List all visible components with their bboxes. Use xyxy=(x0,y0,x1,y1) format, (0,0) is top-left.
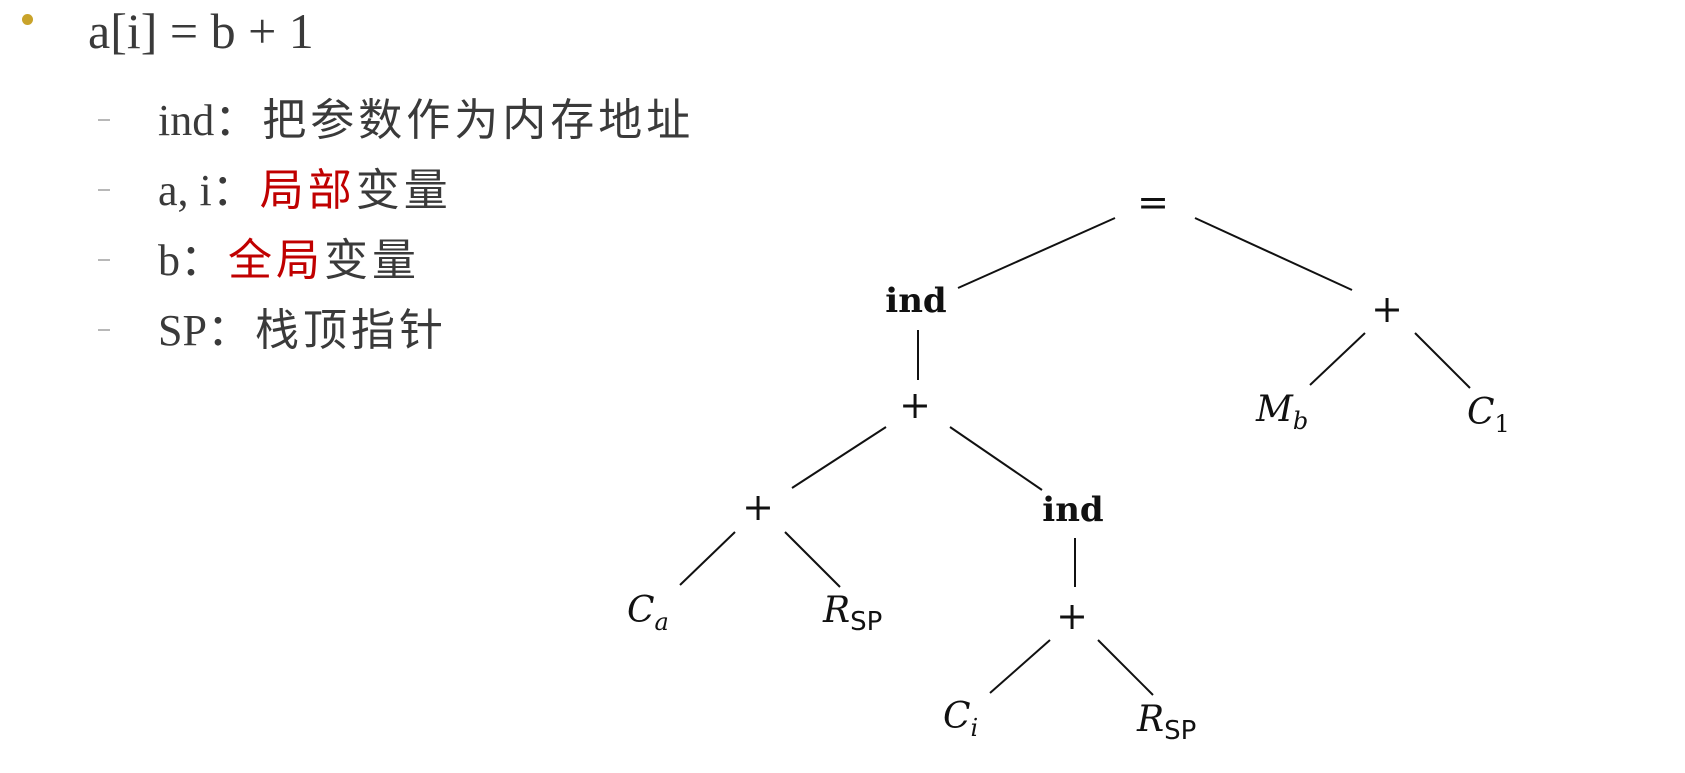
edge-root-ind xyxy=(957,217,1116,289)
node-c1-main: C xyxy=(1467,392,1495,433)
sub-item-text: b：全局变量 xyxy=(158,224,420,288)
edge-plusleft-ca xyxy=(679,531,736,586)
sub-item-separator: ： xyxy=(214,96,263,145)
node-mb-sub: b xyxy=(1293,407,1308,435)
node-rsp-2: RSP xyxy=(1136,699,1196,746)
sub-item-text: a, i：局部变量 xyxy=(158,154,452,218)
sub-item-desc: 栈顶指针 xyxy=(254,306,447,355)
sub-item-text: SP：栈顶指针 xyxy=(158,294,447,358)
node-ind-left: ind xyxy=(885,281,946,321)
node-c1: C1 xyxy=(1467,392,1510,438)
node-rsp-1: RSP xyxy=(822,590,882,637)
dash-icon xyxy=(98,329,110,331)
node-ca: Ca xyxy=(627,590,669,636)
node-plus-right: + xyxy=(1371,287,1403,331)
edge-plus-c1 xyxy=(1414,332,1471,389)
edge-pluslow-rsp xyxy=(1097,639,1154,696)
highlight-text: 局部 xyxy=(259,166,356,215)
node-rsp-1-main: R xyxy=(822,590,850,631)
sub-item-desc: 变量 xyxy=(324,236,420,285)
sub-list: ind：把参数作为内存地址 a, i：局部变量 b：全局变量 SP：栈顶指针 xyxy=(98,82,690,362)
node-ci: Ci xyxy=(943,696,978,742)
node-ca-main: C xyxy=(627,590,655,631)
sub-item-label: SP xyxy=(158,306,207,355)
node-ind-mid: ind xyxy=(1042,490,1103,530)
dash-icon xyxy=(98,189,110,191)
sub-item-separator: ： xyxy=(180,236,228,285)
bullet-dot-icon xyxy=(22,14,33,25)
node-root: = xyxy=(1137,180,1169,224)
node-rsp-2-main: R xyxy=(1136,699,1164,740)
sub-item-desc: 变量 xyxy=(355,166,452,215)
edge-root-plus xyxy=(1194,217,1353,291)
sub-item-label: b xyxy=(158,236,180,285)
node-rsp-2-sub: SP xyxy=(1164,716,1196,746)
node-mb-main: M xyxy=(1255,389,1294,430)
node-plus-mid: + xyxy=(899,383,931,427)
sub-item-label: ind xyxy=(158,96,215,145)
edge-plusmid-indmid xyxy=(949,426,1043,491)
dash-icon xyxy=(98,259,110,261)
highlight-text: 全局 xyxy=(228,236,324,285)
node-plus-low: + xyxy=(1056,594,1088,638)
main-bullet-text: a[i] = b + 1 xyxy=(88,3,314,59)
edge-pluslow-ci xyxy=(989,639,1051,694)
node-ci-main: C xyxy=(943,696,971,737)
node-mb: Mb xyxy=(1255,389,1308,435)
dash-icon xyxy=(98,119,110,121)
main-bullet: a[i] = b + 1 xyxy=(22,3,314,59)
node-c1-sub: 1 xyxy=(1495,410,1510,438)
sub-item-sp: SP：栈顶指针 xyxy=(98,292,443,362)
edge-plusmid-plusleft xyxy=(791,426,887,489)
sub-item-text: ind：把参数作为内存地址 xyxy=(158,84,694,148)
edge-plusleft-rsp xyxy=(784,531,841,588)
sub-item-label: a, i xyxy=(158,166,212,215)
node-rsp-1-sub: SP xyxy=(850,607,882,637)
sub-item-separator: ： xyxy=(211,166,260,215)
sub-item-desc: 把参数作为内存地址 xyxy=(262,96,695,145)
sub-item-separator: ： xyxy=(206,306,255,355)
sub-item-ind: ind：把参数作为内存地址 xyxy=(98,82,690,152)
node-ca-sub: a xyxy=(655,608,669,636)
node-ci-sub: i xyxy=(971,714,979,742)
sub-item-ai: a, i：局部变量 xyxy=(98,152,448,222)
sub-item-b: b：全局变量 xyxy=(98,222,416,292)
node-plus-left: + xyxy=(742,485,774,529)
edge-plus-mb xyxy=(1309,332,1366,386)
